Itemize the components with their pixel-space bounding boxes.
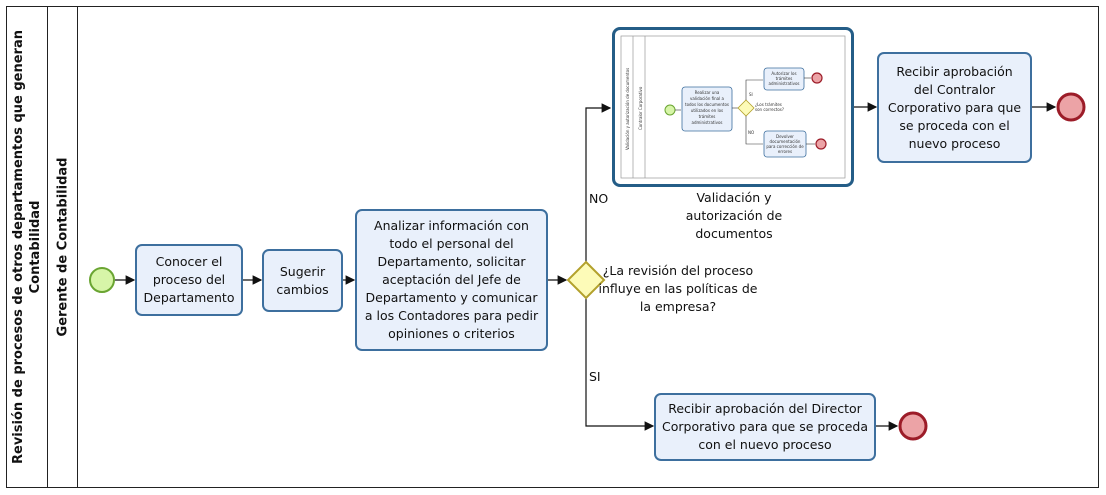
task-conocer-proceso[interactable]: Conocer el proceso del Departamento (135, 244, 243, 316)
exclusive-gateway (566, 260, 606, 300)
mini-task-autorizar (763, 67, 805, 91)
flow-gateway-no (585, 103, 612, 262)
mini-lane-title: Contralor Corporativo (638, 86, 643, 130)
mini-flow-si: SI (749, 92, 753, 97)
lane-header: Gerente de Contabilidad (48, 6, 78, 488)
mini-task-validacion (681, 86, 733, 132)
subprocess-label: Validación y autorización de documentos (685, 190, 783, 241)
subprocess-thumbnail: Validación y autorización de documentos … (620, 35, 846, 179)
task-recibir-aprobacion-contralor[interactable]: Recibir aprobación del Contralor Corpora… (877, 52, 1032, 163)
task-sugerir-cambios[interactable]: Sugerir cambios (262, 249, 343, 312)
mini-task-devolver-l1: Devolver (776, 134, 794, 139)
mini-end-event-bottom (815, 138, 827, 150)
task-recibir-aprobacion-director[interactable]: Recibir aprobación del Director Corporat… (654, 393, 876, 461)
mini-gateway-question-l1: ¿Los trámites (755, 102, 782, 107)
mini-task-autorizar-l2: trámites (776, 76, 793, 81)
flow-gateway-si (585, 298, 655, 431)
mini-task-validacion-l5: trámites (699, 114, 716, 119)
mini-flow-no: NO (748, 130, 754, 135)
mini-gateway-question-l2: son correctos? (755, 107, 784, 112)
mini-task-devolver-l3: para corrección de (766, 144, 804, 149)
mini-task-validacion-l3: todos los documentos (685, 102, 729, 107)
pool-header: Revisión de procesos de otros departamen… (6, 6, 48, 488)
mini-task-autorizar-l1: Autorizar los (771, 71, 796, 76)
flow-label-si: SI (589, 369, 601, 384)
pool (6, 6, 1099, 488)
mini-task-devolver-l4: errores (778, 149, 792, 154)
mini-task-validacion-l4: utilizados en los (691, 108, 723, 113)
end-event-top (1056, 92, 1086, 122)
subprocess-validacion-autorizacion[interactable]: Validación y autorización de documentos … (612, 27, 854, 187)
mini-task-autorizar-l3: administrativos (769, 81, 800, 86)
mini-start-event (664, 104, 676, 116)
mini-task-validacion-l6: administrativos (692, 120, 723, 125)
start-event (89, 267, 115, 293)
end-event-bottom (898, 411, 928, 441)
task-analizar-informacion[interactable]: Analizar información con todo el persona… (355, 209, 548, 351)
mini-task-validacion-l2: validación final a (690, 96, 724, 101)
mini-pool-title: Validación y autorización de documentos (625, 68, 630, 150)
flow-label-no: NO (589, 191, 609, 206)
mini-task-validacion-l1: Realizar una (695, 90, 720, 95)
gateway-question: ¿La revisión del proceso influye en las … (598, 263, 758, 314)
mini-end-event-top (811, 72, 823, 84)
mini-task-devolver-l2: documentación (770, 139, 801, 144)
